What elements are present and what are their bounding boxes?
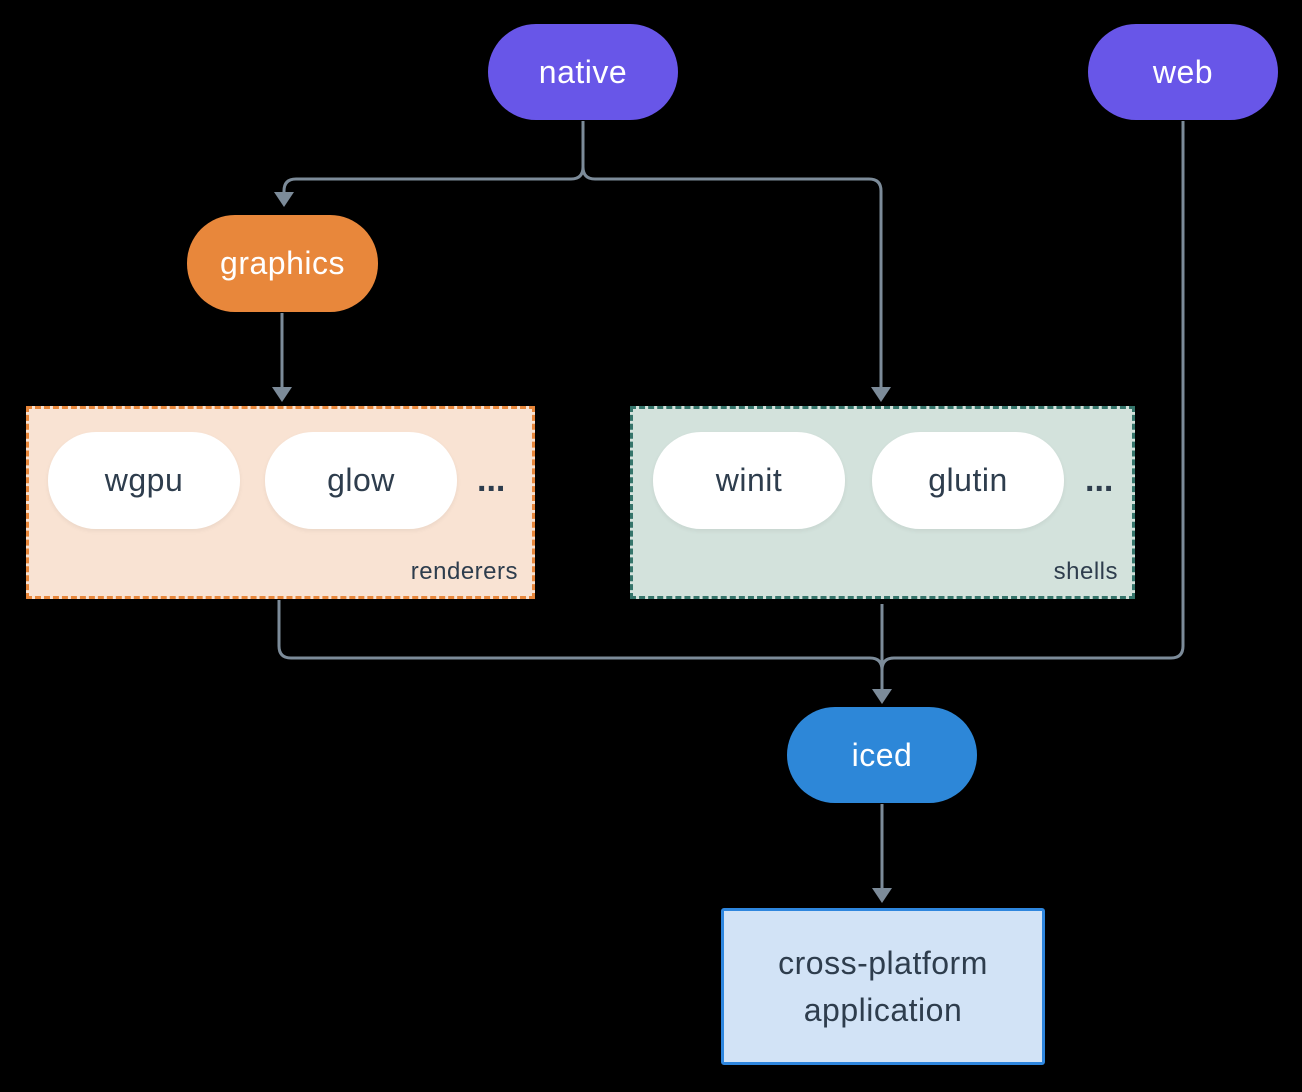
edge-native-to-graphics: [282, 121, 585, 193]
renderers-ellipsis: ...: [477, 461, 506, 499]
group-label-shells: shells: [1053, 558, 1118, 585]
arrowhead-application: [872, 888, 892, 903]
group-label-renderers: renderers: [410, 558, 518, 585]
node-graphics-label: graphics: [220, 245, 345, 281]
edge-native-to-shells: [581, 121, 883, 388]
node-application: cross-platform application: [721, 908, 1045, 1065]
pill-wgpu-label: wgpu: [104, 462, 184, 498]
node-web-label: web: [1152, 53, 1214, 90]
node-application-label-line2: application: [803, 991, 963, 1028]
group-renderers: wgpu glow ... renderers: [26, 406, 535, 599]
pill-wgpu: wgpu: [48, 432, 240, 529]
node-iced: iced: [787, 707, 977, 803]
node-application-label-line1: cross-platform: [778, 944, 988, 981]
node-iced-label: iced: [851, 736, 913, 773]
arrowhead-shells: [871, 387, 891, 402]
arrowhead-graphics: [274, 192, 294, 207]
node-graphics: graphics: [187, 215, 378, 312]
shells-ellipsis: ...: [1085, 461, 1114, 499]
arrowhead-renderers: [272, 387, 292, 402]
node-native-label: native: [538, 53, 628, 90]
group-shells: winit glutin ... shells: [630, 406, 1135, 599]
node-web: web: [1088, 24, 1278, 120]
node-native: native: [488, 24, 678, 120]
pill-glutin-label: glutin: [928, 462, 1008, 498]
pill-winit: winit: [653, 432, 845, 529]
pill-winit-label: winit: [715, 462, 783, 498]
pill-glow: glow: [265, 432, 457, 529]
edge-renderers-to-merge: [277, 600, 884, 671]
pill-glutin: glutin: [872, 432, 1064, 529]
pill-glow-label: glow: [327, 462, 395, 498]
arrowhead-iced: [872, 689, 892, 704]
